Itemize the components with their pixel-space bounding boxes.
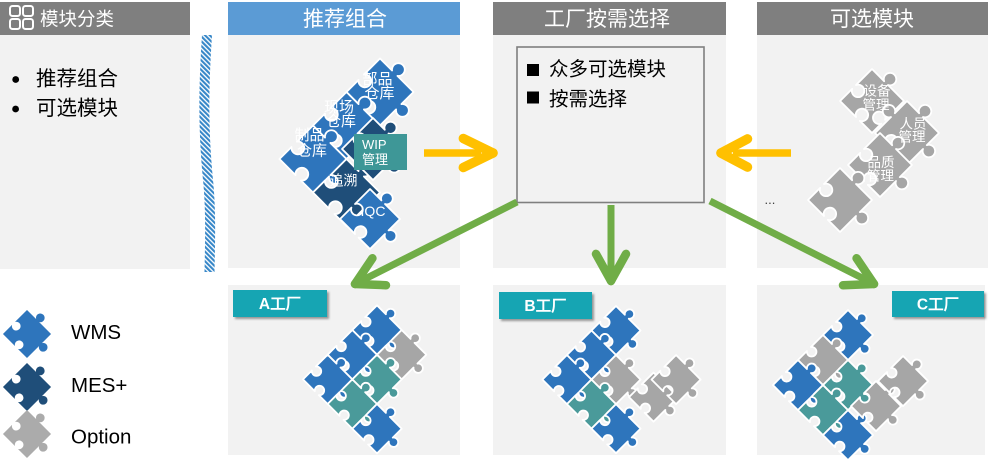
- svg-text:WMS: WMS: [71, 321, 121, 344]
- svg-text:仓库: 仓库: [326, 113, 356, 130]
- svg-text:MES+: MES+: [71, 374, 127, 397]
- svg-text:仓库: 仓库: [364, 85, 394, 102]
- svg-text:追溯: 追溯: [330, 173, 358, 189]
- svg-text:众多可选模块: 众多可选模块: [549, 59, 666, 81]
- svg-text:Option: Option: [71, 426, 131, 449]
- svg-text:现场: 现场: [324, 99, 354, 116]
- svg-text:按需选择: 按需选择: [549, 89, 627, 111]
- svg-text:部品: 部品: [362, 71, 392, 88]
- svg-text:设备: 设备: [864, 83, 892, 99]
- svg-text:人员: 人员: [900, 117, 927, 132]
- svg-text:管理: 管理: [362, 152, 388, 167]
- svg-text:WIP: WIP: [362, 137, 387, 152]
- svg-text:管理: 管理: [863, 98, 891, 113]
- svg-text:可选模块: 可选模块: [36, 97, 118, 120]
- svg-text:模块分类: 模块分类: [40, 9, 114, 30]
- svg-text:C工厂: C工厂: [917, 297, 959, 314]
- svg-text:仓库: 仓库: [297, 143, 327, 160]
- svg-text:...: ...: [765, 192, 776, 207]
- svg-text:可选模块: 可选模块: [830, 8, 914, 31]
- svg-text:管理: 管理: [867, 169, 895, 184]
- svg-text:IQC: IQC: [361, 203, 386, 219]
- svg-text:制品: 制品: [294, 127, 324, 144]
- svg-text:B工厂: B工厂: [524, 298, 566, 315]
- svg-text:推荐组合: 推荐组合: [36, 68, 118, 91]
- svg-text:推荐组合: 推荐组合: [303, 8, 387, 31]
- svg-text:工厂按需选择: 工厂按需选择: [544, 8, 670, 31]
- svg-text:A工厂: A工厂: [259, 296, 301, 313]
- svg-text:管理: 管理: [899, 130, 927, 145]
- svg-text:品质: 品质: [868, 155, 895, 170]
